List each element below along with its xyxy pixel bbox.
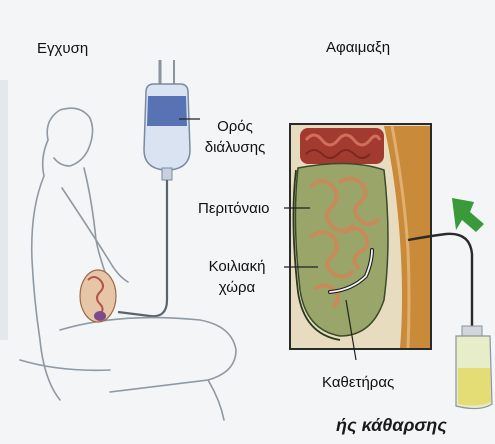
label-catheter: Καθετήρας: [322, 372, 394, 393]
solution-bag: [144, 84, 190, 180]
peritoneal-fluid: [295, 163, 388, 336]
label-peritoneum: Περιτόναιο: [198, 198, 270, 219]
label-drainage: Αφαιμαξη: [326, 37, 390, 58]
bag-fluid: [147, 96, 187, 126]
infusion-tube: [118, 180, 167, 316]
caption-text: ής κάθαρσης: [336, 415, 447, 436]
label-cavity-line1: Κοιλιακή: [198, 256, 276, 277]
drainage-bag: [456, 326, 492, 409]
drainage-fluid: [458, 368, 491, 406]
label-solution: Ορός διάλυσης: [200, 116, 270, 158]
drainage-arrow: [452, 198, 484, 232]
label-cavity: Κοιλιακή χώρα: [198, 256, 276, 298]
stand-edge: [0, 80, 8, 340]
intestines-top: [300, 128, 384, 164]
label-solution-line2: διάλυσης: [200, 137, 270, 158]
label-infusion: Εγχυση: [37, 38, 88, 59]
patient-abdomen-organs: [80, 270, 116, 322]
label-cavity-line2: χώρα: [198, 277, 276, 298]
label-solution-line1: Ορός: [200, 116, 270, 137]
abdomen-cross-section: [290, 124, 431, 349]
